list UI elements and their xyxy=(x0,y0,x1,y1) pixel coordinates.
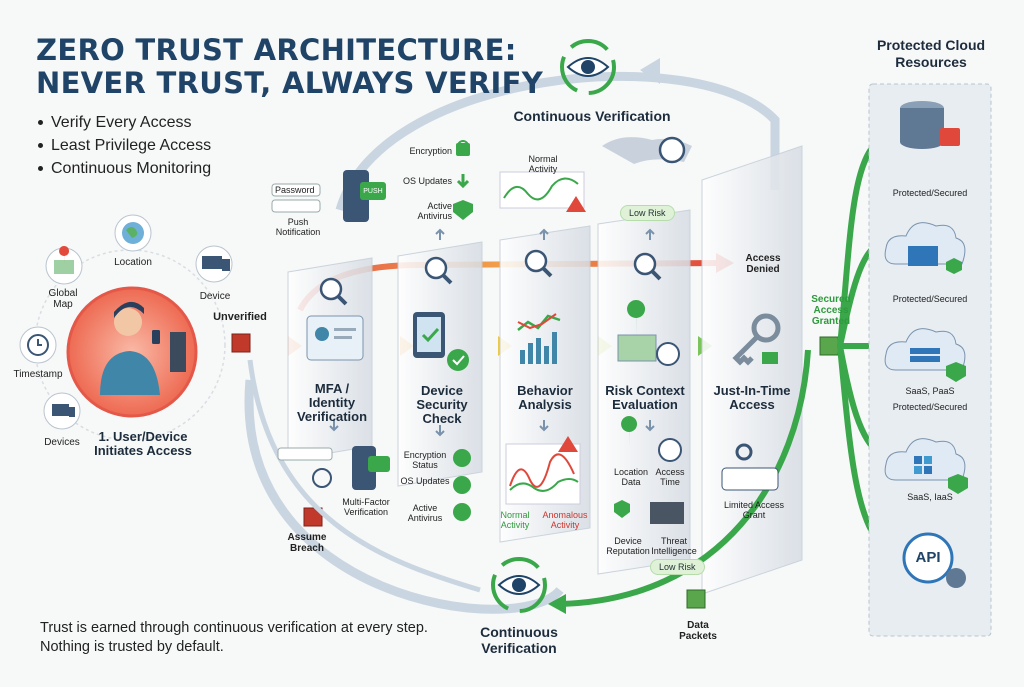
context-label-location: Location xyxy=(114,257,152,268)
api-gear-icon xyxy=(902,532,966,588)
unverified-label: Unverified xyxy=(213,311,267,323)
eye-icon-top xyxy=(560,39,616,95)
resources-title: Protected Cloud Resources xyxy=(876,37,986,70)
os-updates-bottom-label: OS Updates xyxy=(400,476,450,486)
os-updates-label: OS Updates xyxy=(402,176,452,186)
stage-title-behavior: Behavior Analysis xyxy=(517,383,573,412)
anomalous-activity-label: Anomalous Activity xyxy=(542,510,588,530)
push-badge: PUSH xyxy=(363,188,383,195)
assume-breach-label: Assume Breach xyxy=(287,532,327,554)
low-risk-bottom-badge: Low Risk xyxy=(650,559,705,575)
title-line-1: ZERO TRUST ARCHITECTURE: xyxy=(36,33,517,67)
active-antivirus-bottom-label: Active Antivirus xyxy=(407,503,443,523)
continuous-verification-top: Continuous Verification xyxy=(513,108,671,124)
resource-sublabel: Protected/Secured xyxy=(892,402,968,412)
access-time-label: Access Time xyxy=(655,467,685,487)
behavior-chart-icon xyxy=(517,313,561,364)
page-title: ZERO TRUST ARCHITECTURE: NEVER TRUST, AL… xyxy=(36,34,543,100)
low-risk-badge: Low Risk xyxy=(620,205,675,221)
resource-label: SaaS, PaaS xyxy=(905,386,955,396)
database-icon xyxy=(900,101,960,149)
top-loop-arc xyxy=(335,71,780,212)
stage-title-device: Device Security Check xyxy=(416,383,468,426)
normal-activity-bottom-label: Normal Activity xyxy=(500,510,530,530)
footer-line-1: Trust is earned through continuous verif… xyxy=(40,620,428,636)
context-label-devices: Devices xyxy=(44,437,80,448)
resource-label: SaaS, IaaS xyxy=(907,492,953,502)
footer-line-2: Nothing is trusted by default. xyxy=(40,639,224,655)
stage-title-risk: Risk Context Evaluation xyxy=(605,383,685,412)
access-granted-label: Secured Access Granted xyxy=(811,294,851,327)
active-antivirus-label: Active Antivirus xyxy=(417,201,452,221)
cloud-apps-icon xyxy=(884,438,968,494)
eye-icon-bottom xyxy=(491,557,547,613)
push-notification-label: Push Notification xyxy=(275,217,321,237)
key-icon xyxy=(732,313,781,366)
context-label-timestamp: Timestamp xyxy=(13,369,63,380)
encryption-status-label: Encryption Status xyxy=(403,450,447,470)
multi-factor-label: Multi-Factor Verification xyxy=(342,497,390,517)
stage-title-jit: Just-In-Time Access xyxy=(713,383,791,412)
continuous-verification-bottom: Continuous Verification xyxy=(480,624,558,656)
map-pin-icon xyxy=(617,300,680,366)
data-packets-label: Data Packets xyxy=(679,620,717,642)
threat-intelligence-label: Threat Intelligence xyxy=(651,536,697,556)
resource-label: Protected/Secured xyxy=(892,188,968,198)
limited-access-label: Limited Access Grant xyxy=(723,500,785,520)
api-label: API xyxy=(915,549,941,566)
bullet-item: Continuous Monitoring xyxy=(38,160,211,178)
resource-label: Protected/Secured xyxy=(892,294,968,304)
title-line-2: NEVER TRUST, ALWAYS VERIFY xyxy=(36,66,544,100)
context-icons xyxy=(19,214,233,430)
normal-activity-label: Normal Activity xyxy=(528,154,558,174)
location-data-label: Location Data xyxy=(613,467,649,487)
stage-title-mfa: MFA / Identity Verification xyxy=(296,381,368,424)
bullet-item: Least Privilege Access xyxy=(38,137,211,155)
access-denied-label: Access Denied xyxy=(745,253,781,275)
context-label-map: Global Map xyxy=(48,288,78,310)
footer-text: Trust is earned through continuous verif… xyxy=(40,619,428,657)
cloud-server-icon xyxy=(884,328,966,382)
encryption-label: Encryption xyxy=(409,146,452,156)
context-label-device: Device xyxy=(199,291,231,302)
bottom-loop-arc xyxy=(244,379,564,614)
user-step-label: 1. User/Device Initiates Access xyxy=(94,429,192,458)
bullet-item: Verify Every Access xyxy=(38,114,192,132)
cloud-folder-icon xyxy=(884,222,966,274)
device-reputation-label: Device Reputation xyxy=(606,536,650,556)
password-label: Password xyxy=(275,185,315,195)
